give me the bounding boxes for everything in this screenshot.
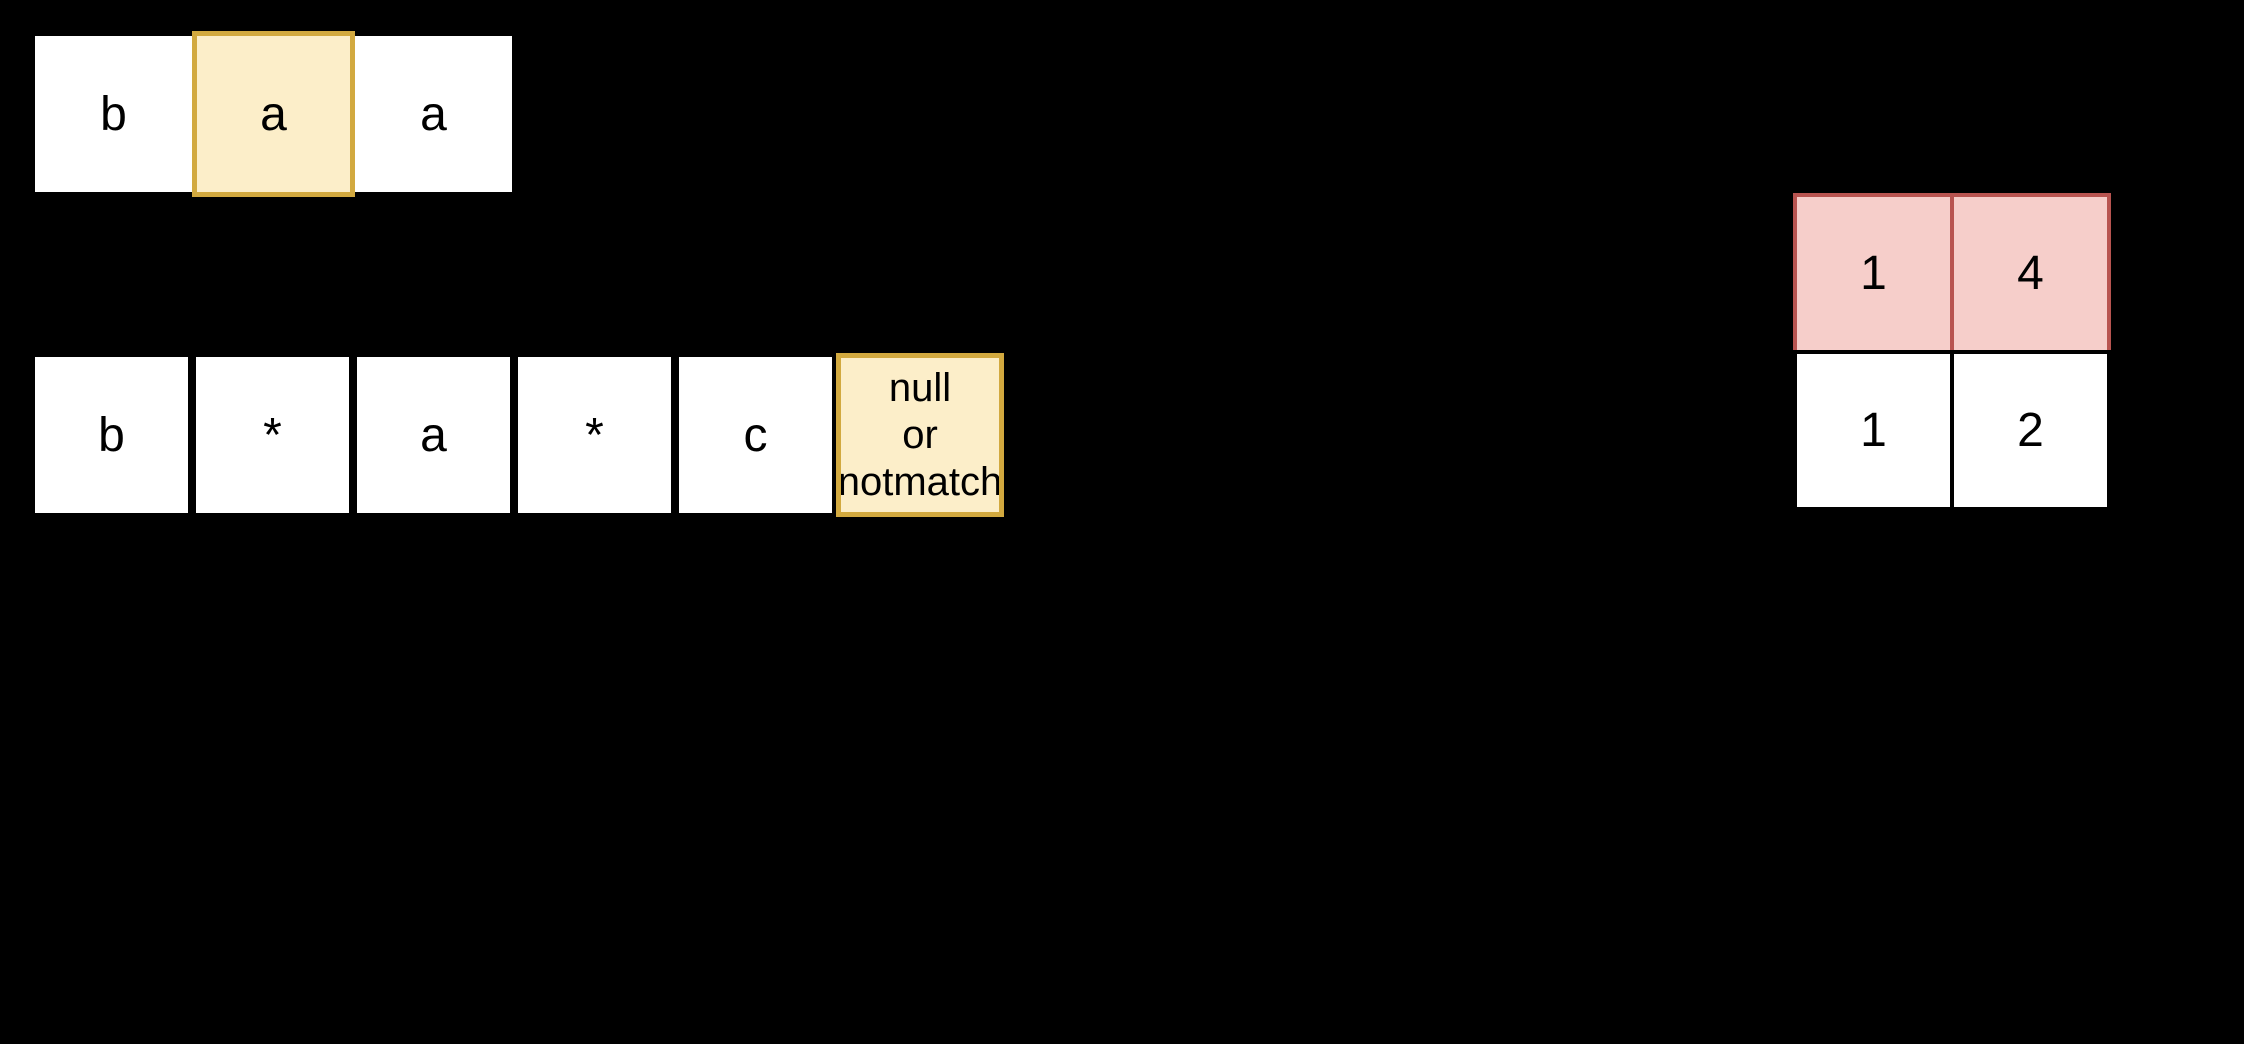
grid-cell-bottom-left: 1 xyxy=(1793,350,1954,511)
result-line-1: null xyxy=(888,365,952,410)
top-row-cell-a: a xyxy=(355,36,512,192)
result-line-2: or xyxy=(902,412,938,457)
result-cell-null-or-notmatch: null or notmatch xyxy=(836,353,1004,517)
result-line-3: notmatch xyxy=(837,459,1003,504)
middle-cell-row: b * a * c null or notmatch xyxy=(35,353,1004,517)
count-grid: 1 4 1 2 xyxy=(1793,193,2111,511)
top-row-cell-b: b xyxy=(35,36,192,192)
middle-row-cell-star-1: * xyxy=(196,357,349,513)
top-row-cell-a-highlighted: a xyxy=(192,31,355,197)
grid-cell-top-right: 4 xyxy=(1950,193,2111,354)
middle-row-cell-b: b xyxy=(35,357,188,513)
middle-row-cell-c: c xyxy=(679,357,832,513)
middle-row-cell-star-2: * xyxy=(518,357,671,513)
middle-row-cell-a: a xyxy=(357,357,510,513)
count-grid-row-highlighted: 1 4 xyxy=(1793,193,2111,354)
top-cell-row: b a a xyxy=(35,31,512,197)
count-grid-row-plain: 1 2 xyxy=(1793,350,2111,511)
grid-cell-bottom-right: 2 xyxy=(1950,350,2111,511)
grid-cell-top-left: 1 xyxy=(1793,193,1954,354)
